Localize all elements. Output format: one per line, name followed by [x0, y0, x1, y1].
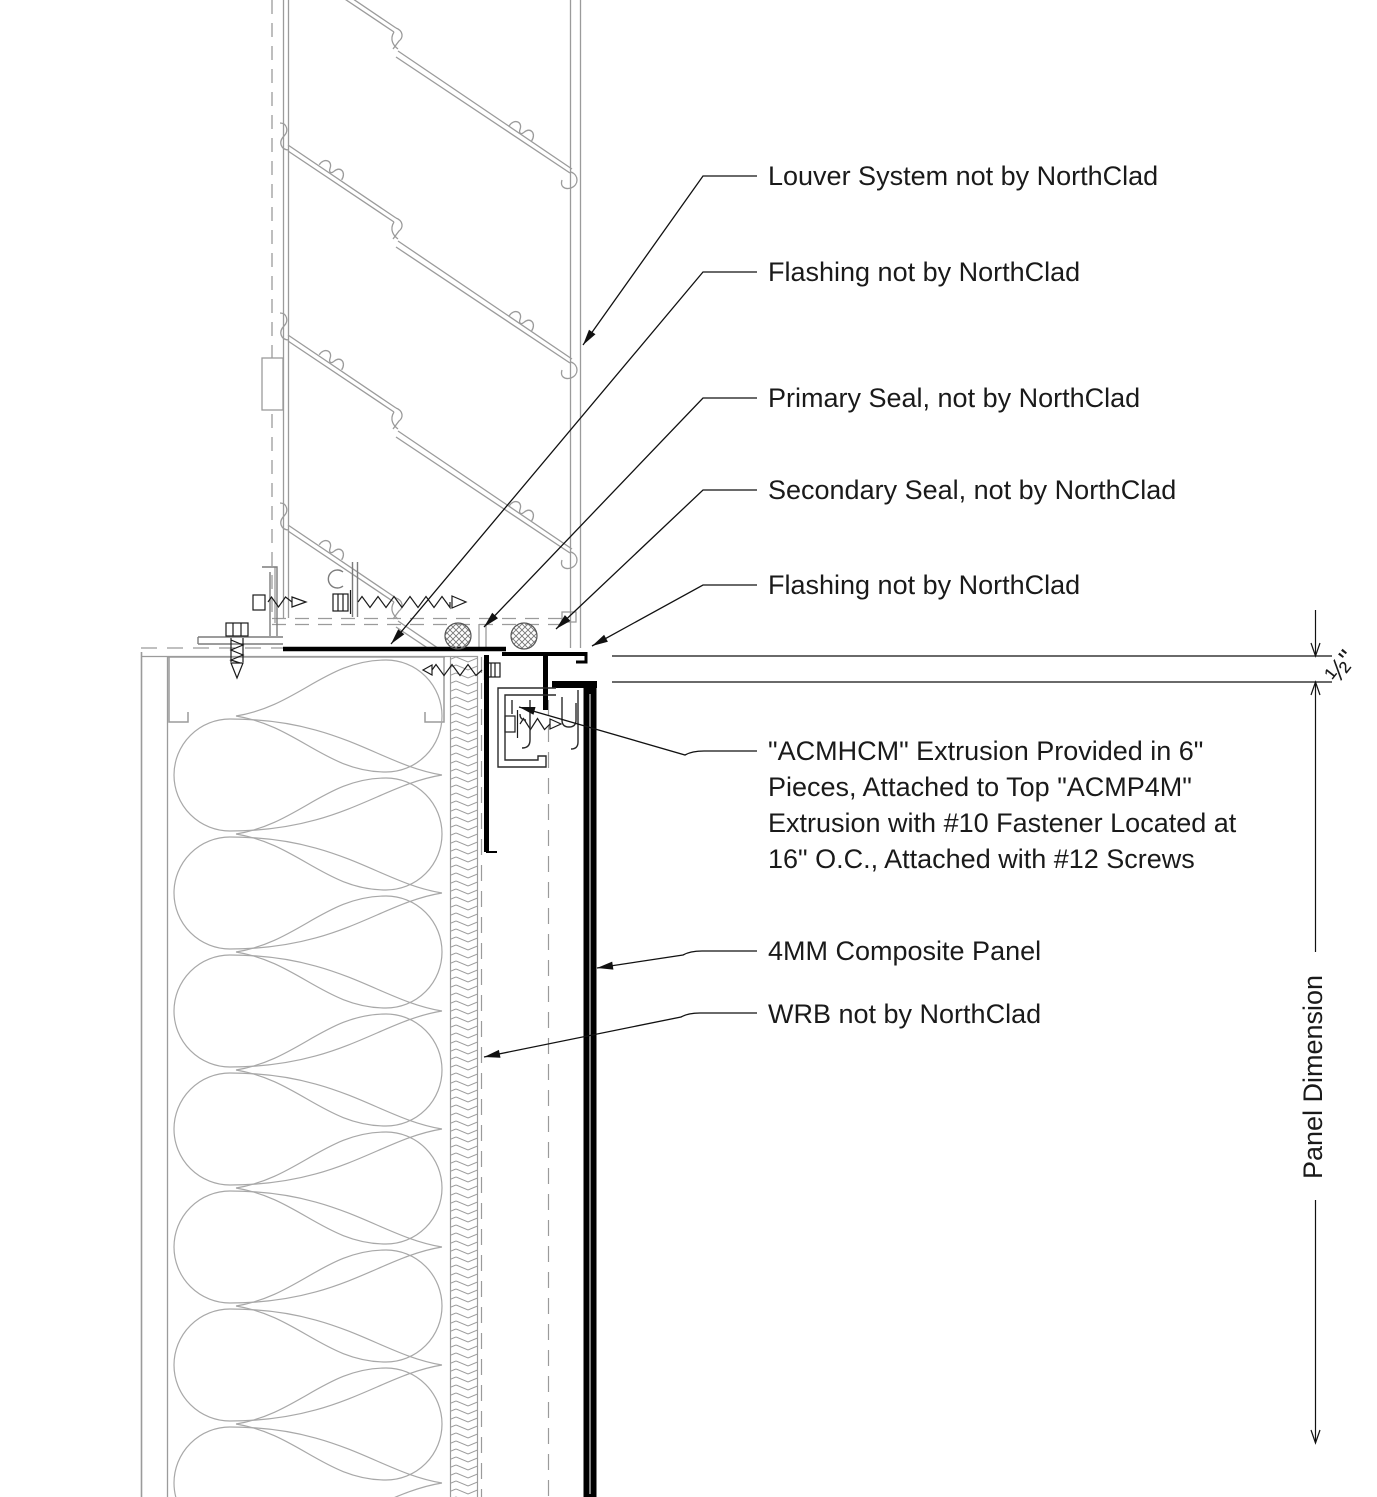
fasteners [225, 590, 563, 738]
secondary-seal [510, 622, 538, 650]
bracket-vertical-leg [262, 566, 278, 636]
callout-wrb: WRB not by NorthClad [768, 999, 1041, 1029]
callout-composite-panel: 4MM Composite Panel [768, 936, 1041, 966]
flashing-drip-edge [576, 652, 588, 664]
leader-arrowheads [391, 329, 614, 1058]
callout-flashing-lower: Flashing not by NorthClad [768, 570, 1080, 600]
arrow-louver-icon [583, 329, 596, 345]
framing-screw-icon [421, 660, 501, 680]
stud-track [168, 656, 445, 723]
wall-assembly [140, 647, 478, 1497]
arrow-flashing-lower-icon [592, 634, 608, 646]
leader-flashing-upper [390, 271, 757, 645]
northclad-detail [283, 622, 597, 1497]
arrow-secondary-seal-icon [556, 615, 571, 629]
leader-panel [596, 950, 757, 969]
c-clip [327, 569, 344, 589]
leader-louver [582, 175, 757, 346]
dim-arrow-down-icon [1310, 642, 1321, 658]
acmhcm-extrusion [561, 690, 579, 750]
leader-wrb [483, 1012, 757, 1058]
arrow-primary-seal-icon [484, 612, 498, 627]
leader-extrusion [518, 706, 757, 756]
dim-arrow-up-icon [1310, 680, 1321, 696]
louver-screw-icon [332, 590, 468, 614]
extrusion-note-line-3: Extrusion with #10 Fastener Located at [768, 808, 1237, 838]
leader-lines [390, 175, 757, 1058]
callout-extrusion-note: "ACMHCM" Extrusion Provided in 6" Pieces… [768, 736, 1237, 874]
sill-corner-clip [561, 611, 577, 623]
primary-seal [444, 622, 472, 650]
leader-secondary-seal [555, 489, 757, 630]
bracket-screw-icon [225, 622, 249, 680]
arrow-flashing-upper-icon [391, 629, 405, 644]
bracket-plate [197, 636, 283, 645]
callout-labels: Louver System not by NorthClad Flashing … [768, 161, 1237, 1029]
louver-mount-block [261, 357, 284, 411]
leader-flashing-lower [591, 584, 757, 647]
dim-arrow-bottom-icon [1310, 1429, 1321, 1445]
louver-attach-plate [351, 562, 359, 617]
leader-primary-seal [483, 397, 757, 628]
sheathing [449, 656, 479, 1497]
dimension-annotations [612, 610, 1332, 1445]
louver-system [261, 0, 582, 759]
arrow-panel-icon [597, 961, 614, 970]
extrusion-note-line-4: 16" O.C., Attached with #12 Screws [768, 844, 1195, 874]
arrow-extrusion-icon [519, 707, 536, 715]
callout-primary-seal: Primary Seal, not by NorthClad [768, 383, 1140, 413]
panel-dimension-label: Panel Dimension [1298, 975, 1328, 1179]
extrusion-note-line-2: Pieces, Attached to Top "ACMP4M" [768, 772, 1192, 802]
callout-louver-system: Louver System not by NorthClad [768, 161, 1158, 191]
extrusion-note-line-1: "ACMHCM" Extrusion Provided in 6" [768, 736, 1203, 766]
batt-insulation [173, 659, 443, 1497]
callout-flashing-upper: Flashing not by NorthClad [768, 257, 1080, 287]
sill-screw-icon [252, 594, 308, 611]
callout-secondary-seal: Secondary Seal, not by NorthClad [768, 475, 1176, 505]
acmp4m-extrusion [497, 687, 556, 768]
arrow-wrb-icon [484, 1049, 501, 1058]
